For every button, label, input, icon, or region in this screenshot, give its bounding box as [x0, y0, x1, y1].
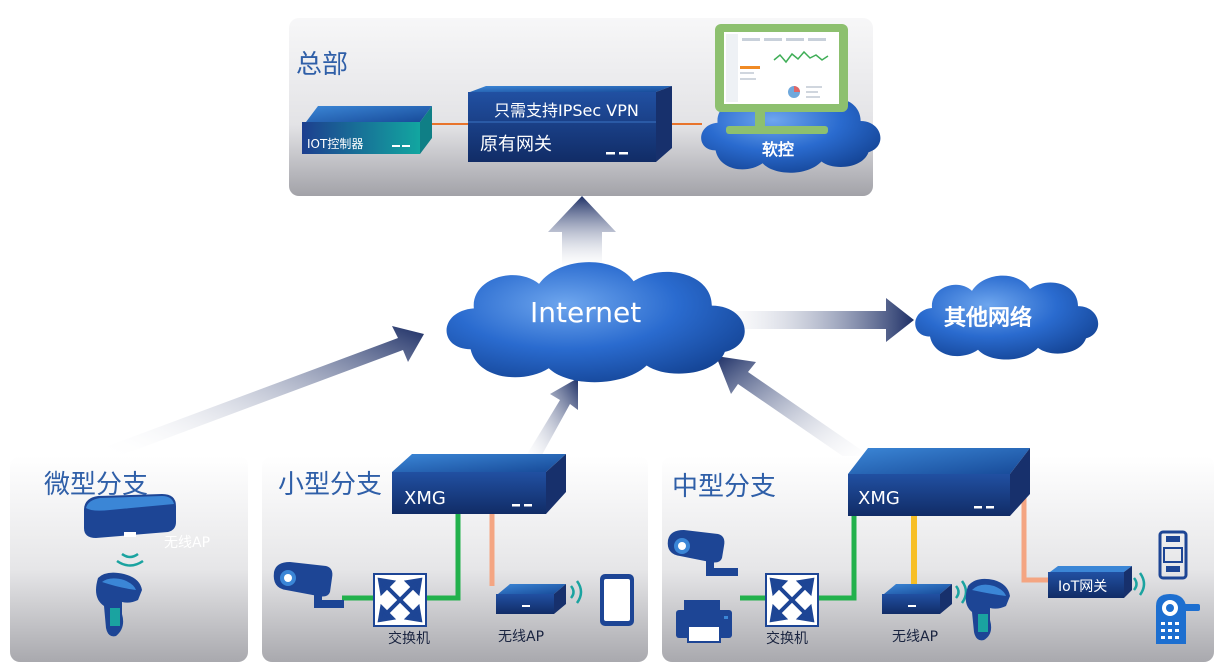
small-camera-icon [273, 562, 344, 608]
arrow-small-to-internet [526, 378, 578, 462]
soft-control-label: 软控 [762, 140, 795, 159]
small-branch-title: 小型分支 [278, 470, 383, 500]
medium-ap-label: 无线AP [892, 629, 939, 645]
small-switch-icon [373, 573, 427, 627]
medium-switch-label: 交换机 [766, 631, 808, 647]
smart-meter-icon [1158, 530, 1188, 580]
iot-gateway-device [1048, 566, 1132, 598]
medium-xmg-label: XMG [858, 488, 900, 509]
micro-barcode-scanner-icon [96, 572, 142, 637]
gateway-label: 原有网关 [480, 134, 552, 155]
other-network-label: 其他网络 [944, 306, 1033, 331]
medium-wifi-icon [954, 580, 968, 604]
arrow-micro-to-internet [108, 326, 424, 458]
medium-ap-device [882, 584, 952, 614]
gateway-device [468, 86, 672, 162]
micro-ap-device [84, 494, 176, 538]
medium-printer-icon [676, 600, 732, 643]
medium-barcode-scanner-icon [965, 578, 1010, 641]
smart-lock-icon [1156, 594, 1200, 644]
internet-label: Internet [530, 296, 642, 329]
small-link-switch-xmg [426, 514, 461, 601]
micro-wifi-icon [116, 552, 144, 567]
medium-link-iot-xmg [1021, 488, 1056, 583]
monitor-icon [715, 24, 848, 134]
hq-title: 总部 [296, 50, 349, 80]
small-wifi-icon [569, 580, 583, 604]
medium-branch-title: 中型分支 [672, 472, 777, 502]
vpn-note-label: 只需支持IPSec VPN [494, 101, 639, 120]
arrow-internet-to-hq [548, 196, 616, 268]
small-xmg-device [392, 454, 566, 514]
medium-switch-icon [765, 573, 819, 627]
arrow-medium-to-internet [716, 356, 870, 468]
small-switch-label: 交换机 [388, 631, 430, 647]
micro-ap-label: 无线AP [164, 535, 211, 551]
medium-xmg-device [848, 448, 1030, 516]
arrow-internet-to-other-network [712, 298, 914, 342]
medium-camera-icon [667, 530, 738, 576]
iot-gateway-label: IoT网关 [1058, 579, 1108, 595]
small-xmg-label: XMG [404, 488, 446, 509]
small-phone-icon [600, 574, 634, 626]
small-ap-device [496, 584, 566, 614]
medium-link-switch-xmg [816, 514, 857, 601]
small-ap-label: 无线AP [498, 629, 545, 645]
micro-branch-title: 微型分支 [44, 470, 149, 500]
iot-controller-device [302, 106, 432, 154]
micro-branch-panel [10, 456, 248, 662]
iot-wifi-icon [1132, 572, 1146, 596]
iot-controller-label: IOT控制器 [307, 137, 364, 151]
